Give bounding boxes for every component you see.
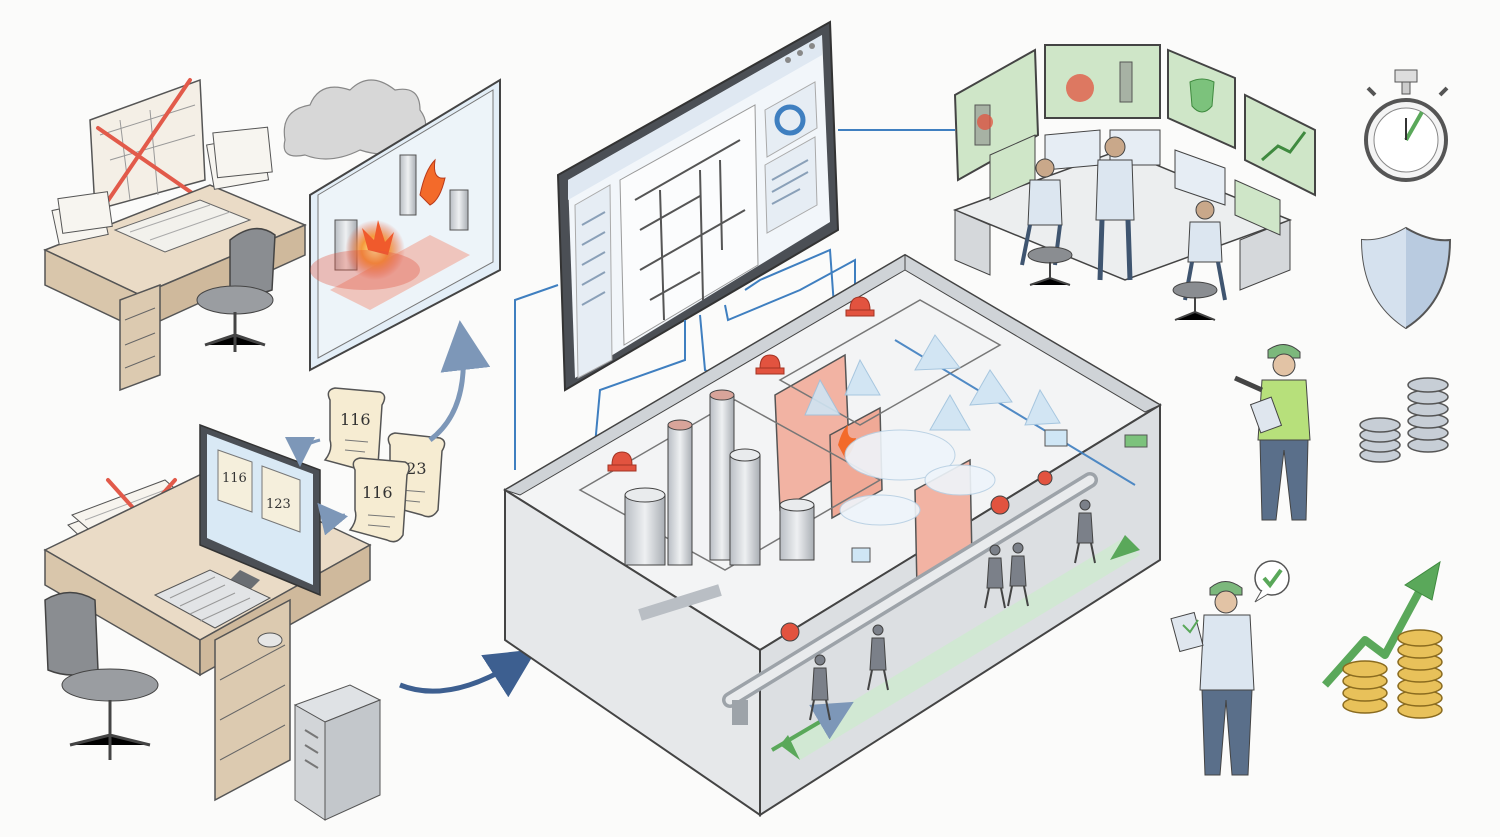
control-panel-1 (851, 547, 871, 563)
control-room (952, 44, 1316, 321)
shield-icon (1360, 226, 1452, 330)
sprinkler-system (804, 334, 1136, 526)
operators (1020, 136, 1227, 301)
scroll-3-label: 116 (362, 483, 393, 502)
crossed-floorplan-board (89, 78, 206, 211)
stopwatch-icon (1364, 69, 1449, 182)
flame-icon (419, 158, 446, 206)
screen-doc-1-label: 116 (222, 471, 247, 486)
valve-2 (990, 495, 1010, 515)
digital-document-desk: 116 123 (43, 423, 382, 821)
flow-arrow-small-2 (317, 502, 349, 536)
growth-arrow-icon (1322, 560, 1443, 719)
alarm-beacons (607, 296, 875, 472)
checkmark-bubble-icon (1254, 560, 1290, 603)
evacuation-route (770, 535, 1140, 760)
industrial-plant-model (503, 253, 1162, 817)
fire-simulation-panel (283, 78, 501, 372)
inspector-with-tablet (1233, 344, 1311, 521)
shield-check-screen-icon (1189, 78, 1215, 113)
flow-arrow-to-plant (399, 649, 537, 698)
digital-twin-monitor (556, 20, 840, 392)
flow-arrow-up (428, 320, 491, 442)
office-chair-bottom (44, 591, 159, 760)
valve-1 (780, 622, 800, 642)
screen-doc-2-label: 123 (266, 497, 291, 512)
document-scrolls: 116 123 116 (323, 387, 446, 543)
scroll-1-label: 116 (340, 410, 371, 429)
evacuating-workers (809, 499, 1096, 721)
old-paper-desk-top (43, 78, 307, 392)
valve-3 (1037, 470, 1053, 486)
control-panel-2 (1044, 429, 1068, 447)
exit-sign (1124, 434, 1148, 448)
smoke-cloud (283, 79, 427, 160)
pipelines (638, 470, 1098, 725)
smokestacks (624, 389, 815, 566)
coin-stack-icon (1359, 377, 1449, 463)
engineer-with-tablet (1170, 581, 1255, 776)
office-chair-top (196, 227, 276, 352)
keyboard (153, 569, 272, 629)
flow-arrow-small-1 (285, 436, 321, 467)
mouse (257, 632, 283, 648)
